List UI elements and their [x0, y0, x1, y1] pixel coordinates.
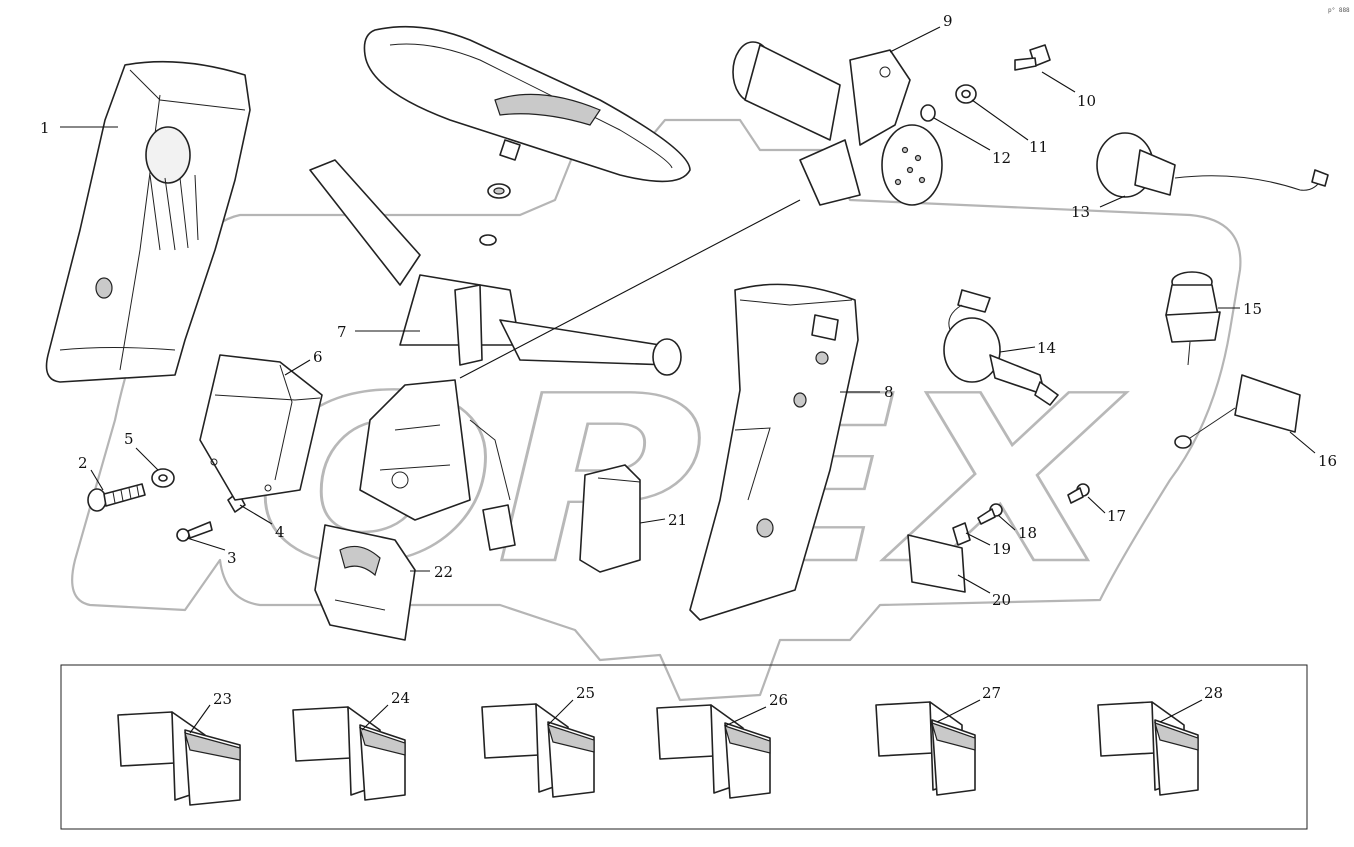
part-21-housing	[579, 464, 641, 573]
part-26-switch	[656, 704, 771, 799]
callout-20: 20	[992, 591, 1011, 609]
callout-15: 15	[1243, 300, 1262, 318]
callout-26: 26	[769, 691, 788, 709]
callout-14: 14	[1037, 339, 1056, 357]
corner-note: p° 888	[1328, 7, 1350, 14]
part-24-switch	[292, 706, 406, 801]
callout-5: 5	[124, 430, 134, 448]
callout-3: 3	[227, 549, 237, 567]
callout-22: 22	[434, 563, 453, 581]
callout-1: 1	[40, 119, 50, 137]
part-6-cover	[199, 354, 323, 501]
part-14-switch	[943, 289, 1059, 406]
callout-27: 27	[982, 684, 1001, 702]
callout-7: 7	[337, 323, 347, 341]
part-18-screw	[977, 503, 1003, 525]
part-8-lower-shroud	[689, 283, 859, 621]
leader-lines	[60, 26, 1316, 734]
part-3-screw	[176, 521, 213, 542]
part-2-screw	[87, 483, 146, 512]
steering-washer	[479, 234, 497, 246]
part-12-washer	[920, 104, 936, 122]
callout-9: 9	[943, 12, 953, 30]
part-28-switch	[1097, 701, 1199, 796]
callout-25: 25	[576, 684, 595, 702]
callout-23: 23	[213, 690, 232, 708]
callout-18: 18	[1018, 524, 1037, 542]
callout-labels: 1 2 3 4 5 6 7 8 9 10 11 12 13 14 15 16 1…	[40, 12, 1337, 709]
part-20-lens	[907, 534, 966, 593]
part-17-screw	[1067, 483, 1090, 504]
callout-12: 12	[992, 149, 1011, 167]
steering-wheel	[363, 25, 691, 183]
callout-2: 2	[78, 454, 88, 472]
part-7-column-switch	[309, 159, 682, 551]
part-27-switch	[875, 701, 976, 796]
part-5-washer	[151, 468, 175, 488]
callout-6: 6	[313, 348, 323, 366]
callout-11: 11	[1029, 138, 1048, 156]
steering-nut	[487, 183, 511, 199]
switch-panel-frame	[60, 664, 1308, 830]
part-11-washer	[955, 84, 977, 104]
callout-19: 19	[992, 540, 1011, 558]
callout-13: 13	[1071, 203, 1090, 221]
part-10-bolt	[1014, 44, 1051, 71]
part-1-shroud	[45, 60, 251, 383]
callout-17: 17	[1107, 507, 1126, 525]
part-22-bracket	[314, 524, 416, 641]
part-16-relay	[1174, 374, 1301, 449]
part-9-connector	[732, 41, 943, 206]
callout-24: 24	[391, 689, 410, 707]
part-23-switch	[117, 711, 241, 806]
part-13-sensor	[1096, 132, 1329, 198]
part-19-clip	[952, 522, 971, 546]
callout-10: 10	[1077, 92, 1096, 110]
part-15-sender	[1165, 271, 1221, 366]
callout-16: 16	[1318, 452, 1337, 470]
callout-4: 4	[275, 523, 285, 541]
callout-28: 28	[1204, 684, 1223, 702]
callout-8: 8	[884, 383, 894, 401]
callout-21: 21	[668, 511, 687, 529]
part-25-switch	[481, 703, 595, 798]
